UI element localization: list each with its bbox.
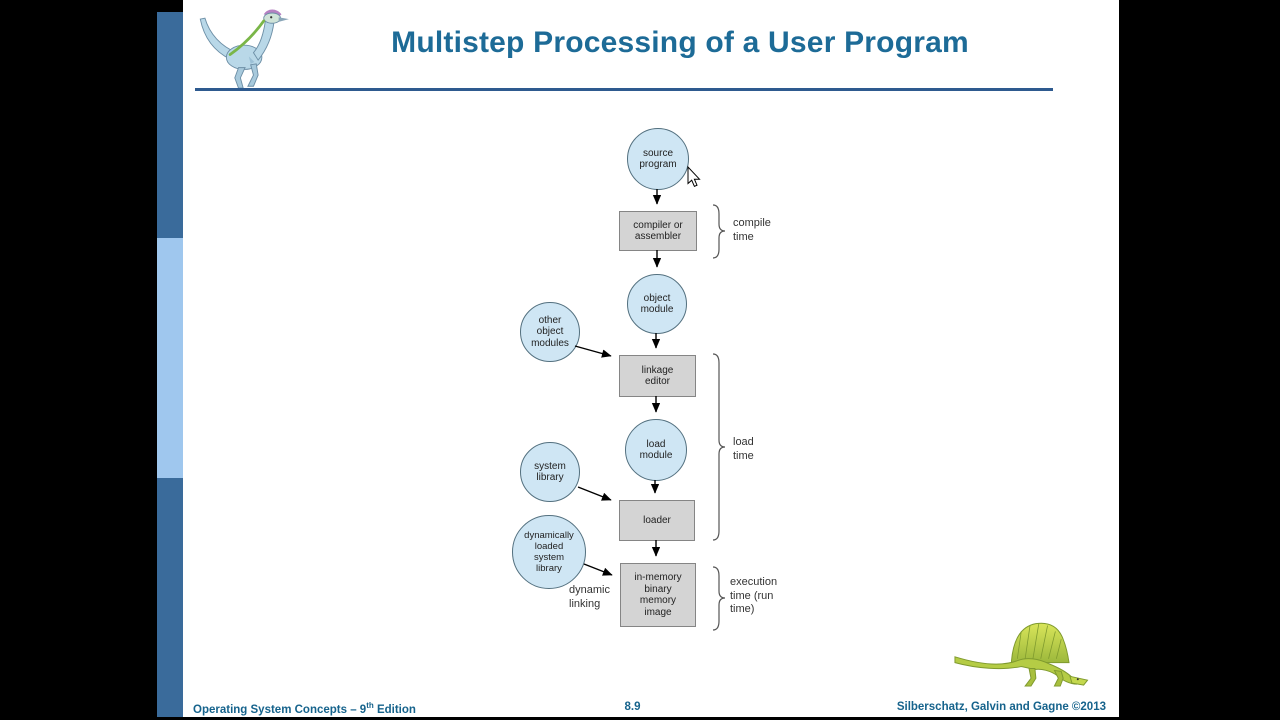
node-label: in-memory binary memory image [634, 572, 682, 618]
title-underline [195, 88, 1053, 91]
slide-title: Multistep Processing of a User Program [391, 26, 969, 59]
node-label: linkage editor [641, 364, 674, 388]
sidebar-accent-strip [157, 0, 183, 717]
node-label: compiler or assembler [633, 219, 683, 243]
node-label: object module [640, 292, 674, 316]
node-label: loader [643, 514, 671, 526]
node-system-library: system library [520, 442, 580, 502]
node-load-module: load module [625, 419, 687, 481]
dinosaur-footer-icon [954, 622, 1089, 687]
node-source-program: source program [627, 128, 689, 190]
node-label: other object modules [531, 314, 569, 349]
node-loader: loader [619, 500, 695, 541]
footer-book-sup: th [366, 701, 374, 710]
footer-book-prefix: Operating System Concepts – 9 [193, 703, 367, 716]
sidebar-band-dark-top [157, 12, 183, 238]
node-in-memory-binary-memory-image: in-memory binary memory image [620, 563, 696, 627]
node-dynamically-loaded-system-library: dynamically loaded system library [512, 515, 586, 589]
dinosaur-logo-icon [199, 9, 289, 89]
footer-page-number: 8.9 [624, 701, 641, 713]
node-linkage-editor: linkage editor [619, 355, 696, 397]
annotation-compile-time: compile time [733, 217, 771, 243]
node-compiler-or-assembler: compiler or assembler [619, 211, 697, 251]
annotation-execution-time: execution time (run time) [730, 576, 778, 615]
node-label: load module [639, 438, 673, 462]
footer-book-suffix: Edition [373, 703, 416, 716]
sidebar-band-light [157, 238, 183, 478]
node-label: system library [534, 460, 566, 484]
annotation-dynamic-linking: dynamic linking [569, 584, 610, 610]
footer-copyright: Silberschatz, Galvin and Gagne ©2013 [896, 701, 1106, 713]
footer-book-title: Operating System Concepts – 9th Edition [193, 701, 416, 716]
annotation-load-time: load time [733, 436, 754, 462]
node-label: dynamically loaded system library [524, 530, 574, 574]
node-label: source program [639, 147, 677, 171]
node-other-object-modules: other object modules [520, 302, 580, 362]
sidebar-band-dark-bottom [157, 478, 183, 717]
node-object-module: object module [627, 274, 687, 334]
